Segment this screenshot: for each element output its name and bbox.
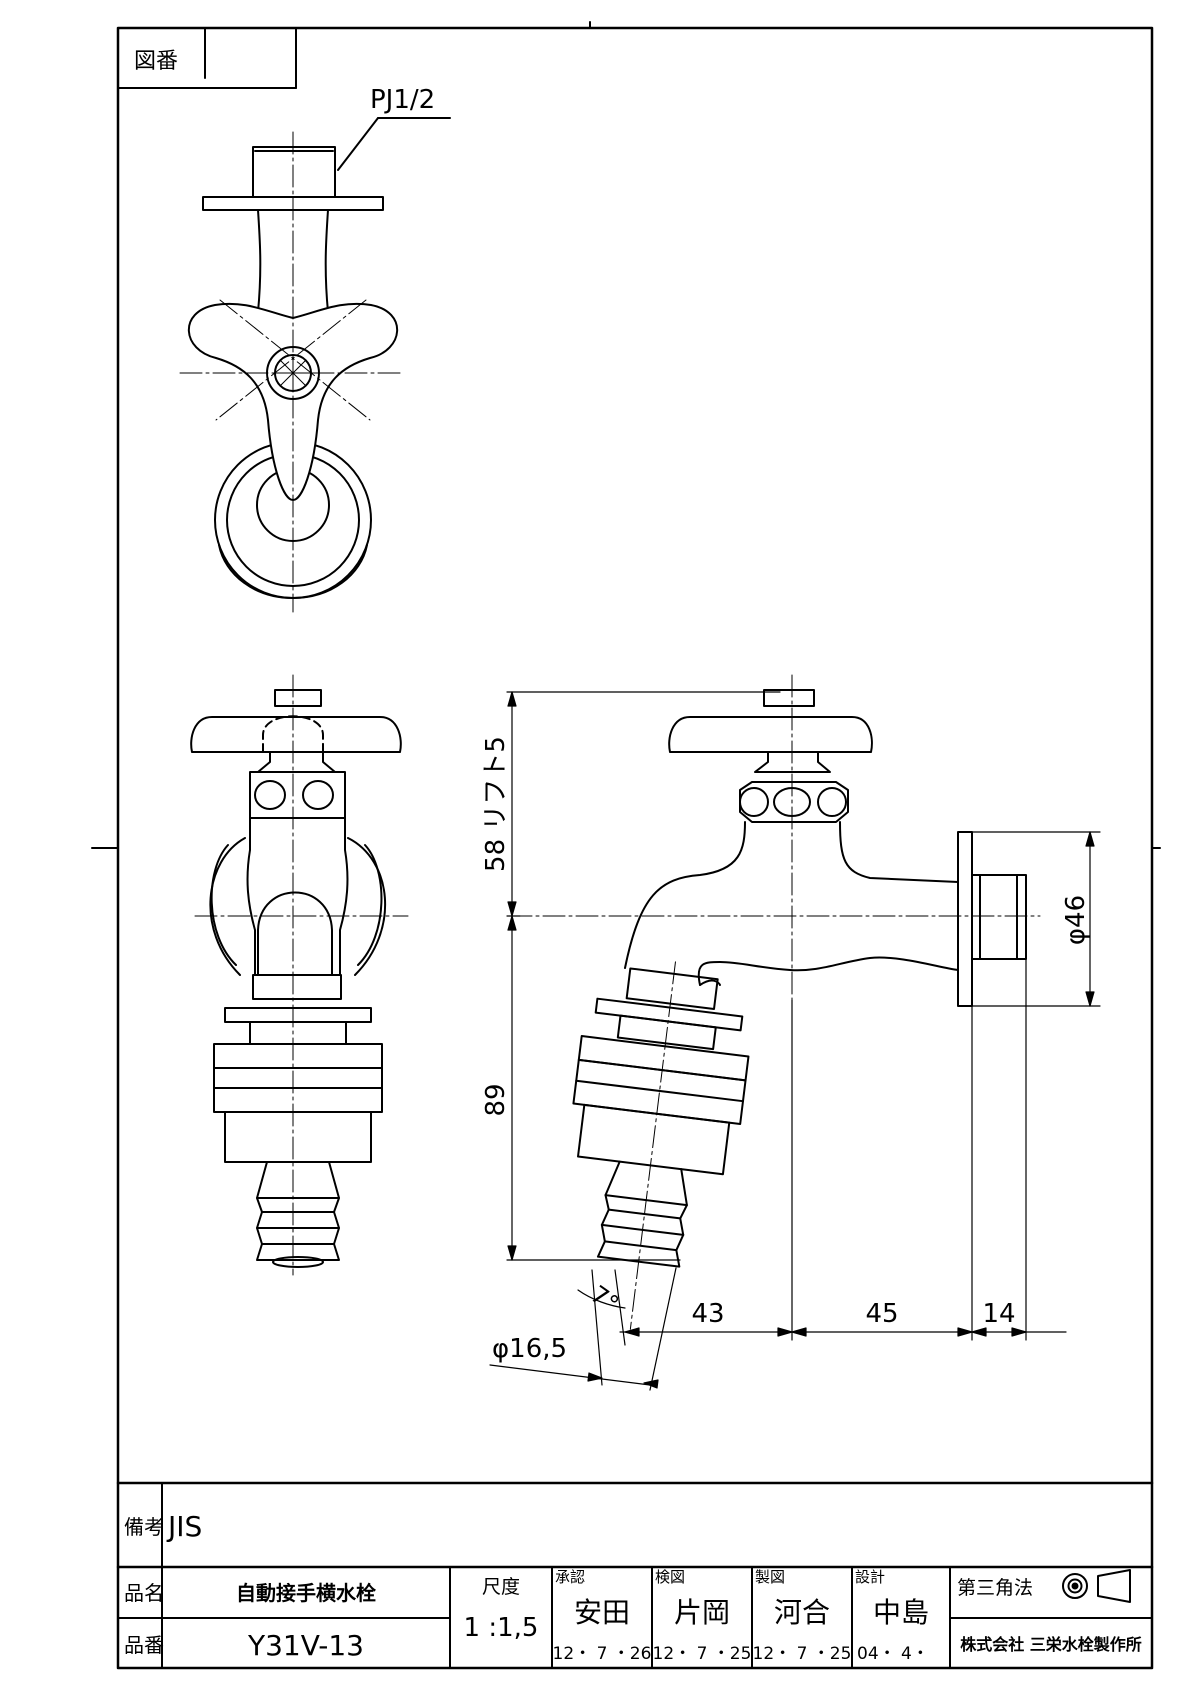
product-name: 自動接手横水栓 <box>236 1581 376 1605</box>
design-label: 設計 <box>855 1568 885 1586</box>
dim-spout-drop: 89 <box>481 1083 511 1116</box>
side-view <box>509 674 1041 1330</box>
remarks-label: 備考 <box>124 1515 164 1539</box>
scale-label: 尺度 <box>482 1576 520 1598</box>
title-block <box>116 1481 1154 1669</box>
company-name: 株式会社 三栄水栓製作所 <box>960 1635 1142 1654</box>
dim-flange-diameter: φ46 <box>1061 895 1091 945</box>
approved-label: 承認 <box>555 1568 585 1586</box>
dim-lift: 58 リフト5 <box>481 736 511 872</box>
dim-43: 43 <box>691 1299 724 1329</box>
product-number: Y31V-13 <box>247 1629 364 1662</box>
product-number-label: 品番 <box>124 1633 164 1657</box>
front-view <box>190 674 409 1276</box>
product-name-label: 品名 <box>124 1581 164 1605</box>
dim-45: 45 <box>865 1299 898 1329</box>
dim-nozzle-diameter: φ16,5 <box>492 1334 567 1364</box>
sheet-border <box>116 26 1154 1670</box>
projection-label: 第三角法 <box>957 1577 1033 1599</box>
dim-14: 14 <box>982 1299 1015 1329</box>
design-date: 04・ 4・ <box>857 1644 929 1664</box>
drawn-name: 河合 <box>774 1596 830 1629</box>
thread-callout: PJ1/2 <box>370 85 435 115</box>
drawing-number-box <box>117 27 297 89</box>
design-name: 中島 <box>873 1596 929 1629</box>
third-angle-projection-symbol <box>1062 1569 1131 1603</box>
dimension-lines <box>489 691 1101 1391</box>
drawn-date: 12・ 7 ・25 <box>753 1644 852 1664</box>
drawing-number-label: 図番 <box>134 49 178 74</box>
approved-date: 12・ 7 ・26 <box>553 1644 652 1664</box>
scale-value: 1 :1,5 <box>464 1613 539 1643</box>
drawn-label: 製図 <box>755 1568 785 1586</box>
checked-date: 12・ 7 ・25 <box>653 1644 752 1664</box>
remarks-value: JIS <box>166 1510 202 1543</box>
dim-angle: 7° <box>585 1280 623 1319</box>
approved-name: 安田 <box>574 1596 630 1629</box>
checked-label: 検図 <box>655 1568 685 1586</box>
checked-name: 片岡 <box>674 1596 730 1629</box>
top-view <box>179 117 451 613</box>
